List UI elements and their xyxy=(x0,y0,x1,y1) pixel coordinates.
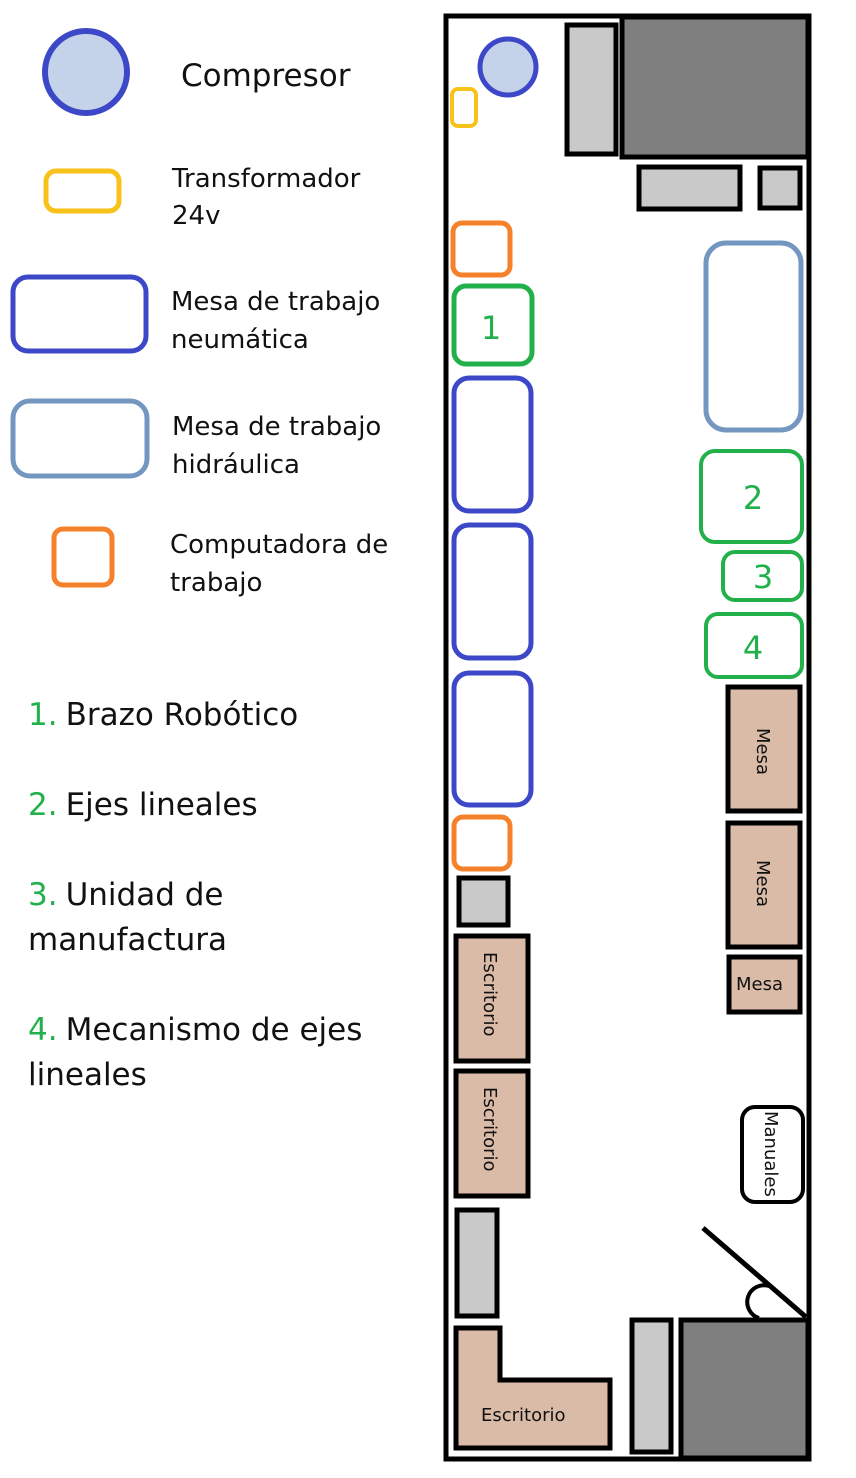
gray-cabinet xyxy=(636,164,743,212)
compressor xyxy=(477,36,539,98)
gray-cabinet xyxy=(454,1207,500,1319)
door xyxy=(701,1226,808,1319)
station-3-label: 3 xyxy=(753,558,773,596)
list-item-3-line-2: manufactura xyxy=(28,922,227,958)
legend-pneumatic-label: Mesa de trabajo xyxy=(171,287,380,317)
station-1 xyxy=(451,283,535,367)
table-label: Mesa xyxy=(752,728,773,775)
manuals-shelf xyxy=(740,1105,805,1204)
legend-compressor-icon xyxy=(42,28,130,116)
table-label: Mesa xyxy=(752,860,773,907)
legend-compressor-label: Compresor xyxy=(181,58,351,94)
legend-transformer-label-2: 24v xyxy=(172,201,220,231)
computer xyxy=(450,220,513,278)
legend-hydraulic-label: Mesa de trabajo xyxy=(172,412,381,442)
desk xyxy=(453,1068,531,1199)
table xyxy=(725,820,803,950)
legend-transformer-icon xyxy=(43,168,122,214)
transformer xyxy=(450,87,478,128)
desk-label: Escritorio xyxy=(479,952,500,1037)
room: 1 Escritorio Escritorio Escritorio 2 3 4… xyxy=(443,13,812,1462)
legend-computer-icon xyxy=(51,526,115,588)
pneumatic-table xyxy=(451,522,534,661)
list-item-1: 1.Brazo Robótico xyxy=(28,697,298,733)
station-3 xyxy=(721,550,804,602)
legend-pneumatic-icon xyxy=(10,274,149,354)
list-item-2: 2.Ejes lineales xyxy=(28,787,258,823)
desk xyxy=(453,933,531,1064)
gray-cabinet xyxy=(757,165,803,211)
pneumatic-table xyxy=(451,375,534,514)
l-desk-label: Escritorio xyxy=(481,1405,566,1426)
legend: Compresor Transformador 24v Mesa de trab… xyxy=(10,28,388,598)
table xyxy=(726,954,803,1015)
pneumatic-table xyxy=(451,670,534,808)
computer xyxy=(451,814,513,872)
gray-cabinet xyxy=(564,22,619,157)
gray-cabinet xyxy=(629,1317,674,1455)
legend-computer-label: Computadora de xyxy=(170,530,388,560)
numbered-list: 1.Brazo Robótico 2.Ejes lineales 3.Unida… xyxy=(28,697,362,1093)
station-1-label: 1 xyxy=(481,309,501,347)
gray-cabinet xyxy=(456,875,511,928)
list-item-4: 4.Mecanismo de ejes xyxy=(28,1012,362,1048)
legend-computer-label-2: trabajo xyxy=(170,568,262,598)
station-4-label: 4 xyxy=(743,629,763,667)
station-2-label: 2 xyxy=(743,479,763,517)
desk-label: Escritorio xyxy=(479,1087,500,1172)
hydraulic-table xyxy=(703,240,804,433)
list-item-4-line-2: lineales xyxy=(28,1057,147,1093)
station-2 xyxy=(699,449,804,544)
l-desk xyxy=(453,1325,613,1451)
table-label: Mesa xyxy=(736,974,783,995)
legend-hydraulic-label-2: hidráulica xyxy=(172,450,300,480)
manuals-label: Manuales xyxy=(760,1111,781,1197)
list-item-3: 3.Unidad de xyxy=(28,877,223,913)
dark-block-top xyxy=(619,14,811,160)
legend-pneumatic-label-2: neumática xyxy=(171,325,309,355)
table xyxy=(725,684,803,814)
station-4 xyxy=(704,612,804,679)
legend-hydraulic-icon xyxy=(10,398,150,479)
door-swing xyxy=(745,1283,770,1320)
legend-transformer-label: Transformador xyxy=(171,164,361,194)
dark-block-bottom xyxy=(678,1317,811,1461)
